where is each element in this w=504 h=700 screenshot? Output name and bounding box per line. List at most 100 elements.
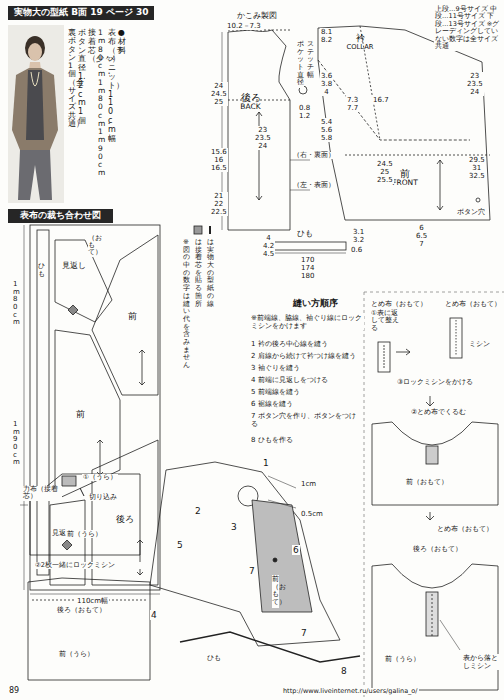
- step-illustration: [372, 318, 498, 690]
- piece-name: 後ろ: [116, 515, 134, 525]
- dimension: 7.3 7.7: [346, 96, 359, 112]
- label: 1 衿の後ろ中心線を縫う: [250, 340, 329, 348]
- label: ②とめ布でくるむ: [410, 408, 467, 416]
- label: 6 裾線を縫う: [250, 400, 294, 408]
- label: 表から落としミシン: [462, 654, 500, 670]
- label: http://www.liveinternet.ru/users/galina_…: [282, 688, 419, 695]
- piece-name: 前: [392, 168, 418, 179]
- dimension: 3.6 3.8 4: [320, 72, 333, 96]
- label: 2 肩線から続けて衿つけ線を縫う: [250, 352, 357, 360]
- label: ③ロックミシンをかける: [396, 378, 478, 386]
- front-draft: [299, 26, 490, 220]
- dimension: 2: [194, 506, 202, 516]
- label: ひも: [38, 262, 45, 279]
- piece-name: 前: [76, 410, 85, 420]
- label: 1cm: [300, 480, 317, 488]
- dimension: 170 174 180: [300, 256, 315, 280]
- dimension: 0.6: [350, 246, 363, 254]
- label: 前（うら）: [384, 655, 421, 663]
- cut-piece: 前: [76, 410, 85, 420]
- label: ひも: [206, 654, 222, 662]
- label: 前（おもて）: [272, 575, 279, 608]
- dimension: 15.6 16 16.5: [210, 148, 228, 172]
- label: 7 ボタン穴を作り、ボタンをつける: [250, 412, 362, 428]
- dimension: 3.1 3.2: [352, 228, 365, 244]
- label: とめ布（おもて）: [444, 300, 502, 308]
- cut-piece: 後ろ: [116, 515, 134, 525]
- dimension: 29.5 31 32.5: [468, 156, 486, 180]
- label: ポケット直径: [297, 40, 304, 88]
- dimension: 24 24.5 25: [210, 82, 228, 106]
- label: 接着芯（少々）: [88, 28, 96, 65]
- label: ボタン直径1.2cm 1個: [78, 28, 86, 127]
- label: ひも: [296, 229, 314, 238]
- label: 縫い方順序: [292, 298, 339, 308]
- piece-name: 後ろ: [240, 92, 261, 103]
- pattern-piece: 衿COLLAR: [346, 34, 374, 51]
- label: ①表に返して整える: [370, 310, 402, 332]
- label: 1m90cm: [13, 420, 20, 468]
- label: （右・裏面）: [292, 152, 336, 159]
- label: 後ろ（おもて）: [412, 545, 463, 553]
- dimension: 1: [262, 458, 270, 468]
- piece-name: 衿: [346, 34, 374, 44]
- divider: [364, 292, 504, 700]
- label: 前（うら）: [66, 530, 103, 538]
- dimension: 89: [8, 686, 20, 695]
- pattern-piece: 後ろBACK: [240, 92, 261, 111]
- label: ミシン: [468, 340, 491, 348]
- label: 上段…9号サイズ 中段…11号サイズ 下段…13号サイズ ※グレーディングしてい…: [434, 6, 502, 51]
- piece-name-en: COLLAR: [346, 44, 374, 51]
- label: 5 前端線を縫う: [250, 388, 301, 396]
- label: 1m80cm・1m80cm・1m90cm: [98, 28, 106, 179]
- label: 4 前端に見返しをつける: [250, 376, 329, 384]
- piece-name: 見返し: [62, 262, 86, 271]
- label: 前（おもて）: [405, 478, 449, 486]
- dimension: 7: [300, 628, 308, 638]
- dimension: 6: [292, 545, 300, 555]
- dimension: 21 22 22.5: [210, 192, 228, 216]
- label: ②2枚一緒にロックミシン: [34, 562, 146, 569]
- label: （左・表面）: [292, 182, 336, 189]
- label: 8 ひもを作る: [250, 436, 294, 444]
- dimension: 7: [248, 566, 256, 576]
- piece-name-en: FRONT: [392, 179, 418, 187]
- label: 裏ボタン 1個（全サイズ共通）: [68, 28, 76, 129]
- label: 後ろ（おもて）: [56, 606, 107, 614]
- cut-piece: 前: [128, 312, 137, 322]
- label: 3 袖ぐりを縫う: [250, 364, 301, 372]
- dimension: 8.1 8.2: [320, 28, 333, 44]
- label: （おもて）: [88, 234, 95, 257]
- label: かこみ製図: [236, 11, 278, 20]
- label: ●材料: [118, 28, 126, 56]
- tie-draft: [268, 242, 346, 253]
- section-band: 表布の裁ち合わせ図: [8, 209, 113, 223]
- piece-name-en: BACK: [240, 103, 261, 111]
- label: は接着芯を貼る箇所: [195, 238, 202, 309]
- dimension: 23 23.5 24: [254, 126, 272, 150]
- piece-name: 前: [128, 312, 137, 322]
- cut-piece: 見返し: [62, 262, 86, 271]
- label: ボタン穴: [456, 208, 486, 216]
- label: 0.5cm: [300, 510, 324, 518]
- dimension: 23 23.5 24: [466, 72, 484, 96]
- dimension: 4 4.2 4.5: [262, 234, 275, 258]
- dimension: 4: [150, 610, 158, 620]
- label: とめ布（おもて）: [370, 300, 428, 308]
- label: ※前端線、脇線、袖ぐり線にロックミシンをかけます: [250, 314, 364, 330]
- piece-name: 表布の裁ち合わせ図: [14, 211, 107, 221]
- label: とめ布（おもて）: [436, 525, 494, 533]
- label: 110cm幅: [76, 597, 109, 605]
- note-marks: [194, 226, 210, 234]
- dimension: 6 6.5 7: [415, 224, 428, 248]
- label: 前（うら）: [58, 650, 95, 658]
- dimension: 5.4 5.6 5.8: [320, 118, 333, 142]
- model-photo: [8, 25, 64, 203]
- label: ステッチ幅: [307, 40, 314, 80]
- dimension: 0.8 1.2: [298, 104, 311, 120]
- dimension: 3: [230, 522, 238, 532]
- dimension: 10.2－7.3: [226, 22, 262, 30]
- dimension: 8: [340, 666, 348, 676]
- cutting-layout: [20, 225, 160, 594]
